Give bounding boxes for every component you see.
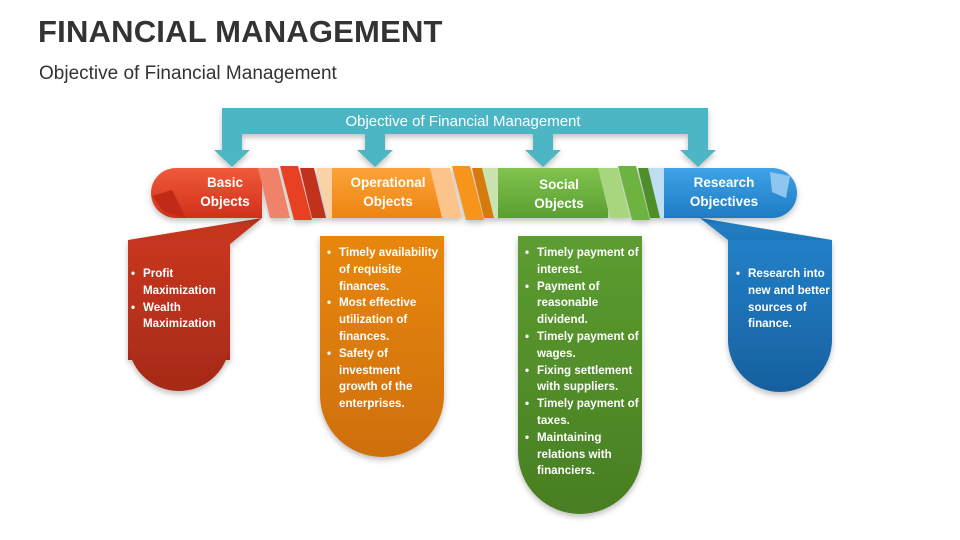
list-item: Timely payment of wages. [525,329,639,363]
page-subtitle: Objective of Financial Management [39,63,337,84]
list-item: Timely payment of interest. [525,245,639,279]
segment-label-research: Research Objectives [676,173,772,211]
list-item: Wealth Maximization [131,300,227,334]
banner-label: Objective of Financial Management [345,113,581,130]
list-item: Safety of investment growth of the enter… [327,346,439,413]
operational-objects-list: Timely availability of requisite finance… [327,245,439,413]
ribbon [151,166,797,220]
segment-label-line1: Operational [350,175,426,190]
list-item: Timely availability of requisite finance… [327,245,439,295]
banner-bracket [214,108,716,167]
segment-label-basic: Basic Objects [180,173,270,211]
list-item: Payment of reasonable dividend. [525,279,639,329]
segment-label-line1: Social [539,177,579,192]
list-item: Timely payment of taxes. [525,396,639,430]
list-item: Profit Maximization [131,266,227,300]
segment-label-line1: Basic [206,175,244,190]
segment-label-line2: Objectives [689,194,759,209]
segment-label-operational: Operational Objects [338,173,438,211]
list-item: Most effective utilization of finances. [327,295,439,345]
basic-objects-list: Profit Maximization Wealth Maximization [131,266,227,333]
social-objects-list: Timely payment of interest. Payment of r… [525,245,639,480]
page-title: FINANCIAL MANAGEMENT [38,14,443,49]
segment-label-line1: Research [693,175,755,190]
list-item: Fixing settlement with suppliers. [525,363,639,397]
segment-label-line2: Objects [363,194,413,209]
segment-label-line2: Objects [534,196,584,211]
list-item: Research into new and better sources of … [736,266,832,333]
list-item: Maintaining relations with financiers. [525,430,639,480]
segment-label-social: Social Objects [514,175,604,213]
segment-label-line2: Objects [200,194,250,209]
research-objectives-list: Research into new and better sources of … [736,266,832,333]
